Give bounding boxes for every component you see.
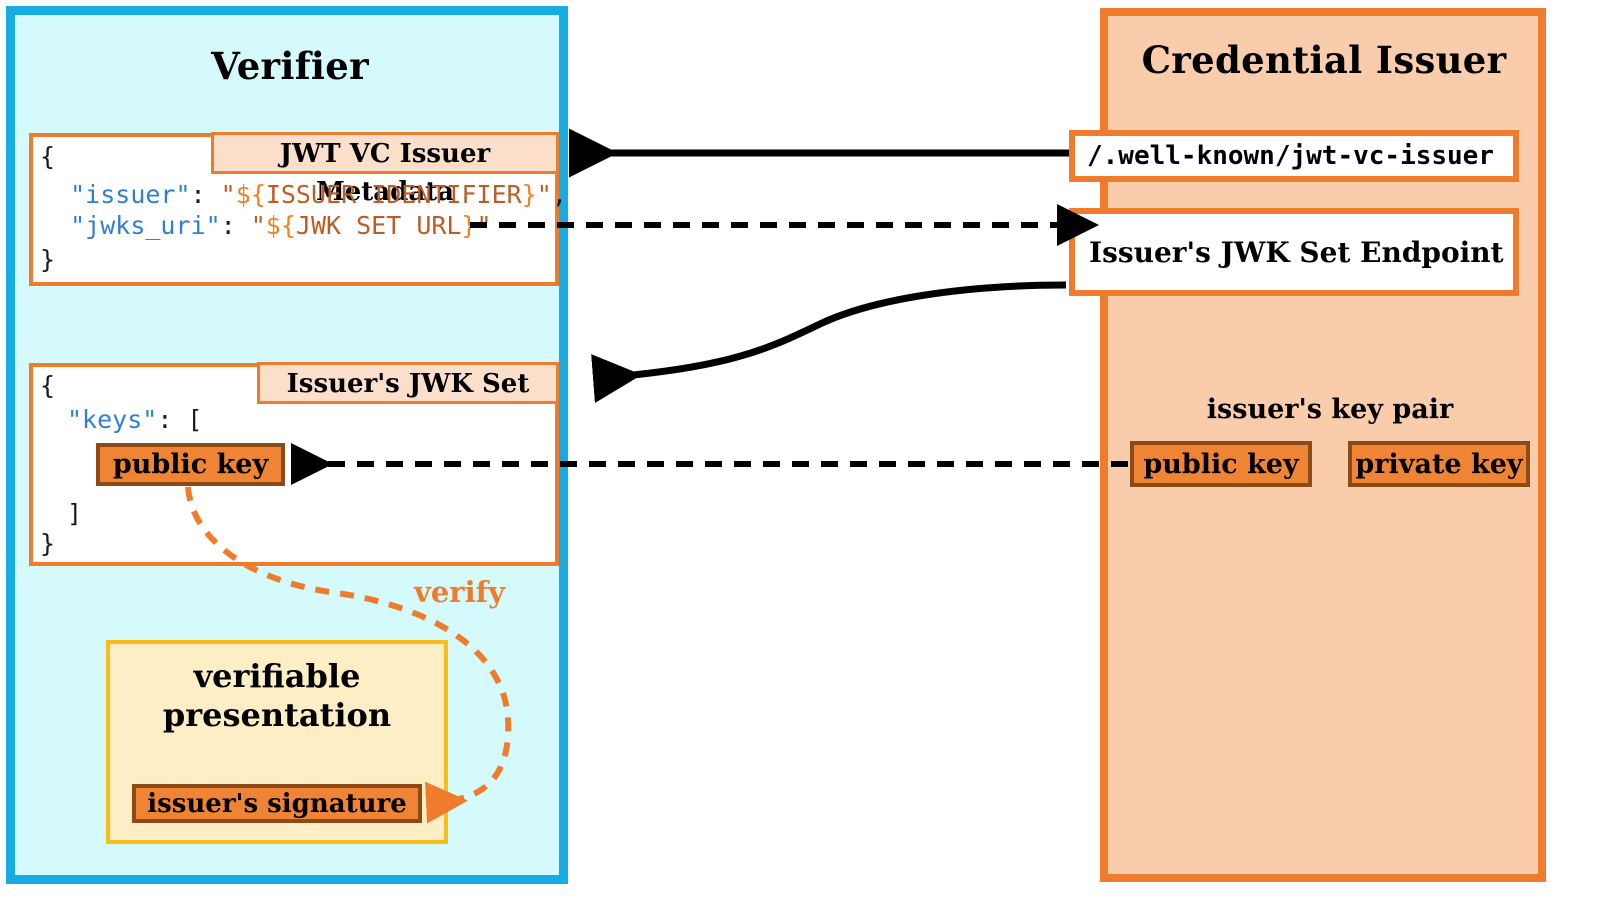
jwkset-keys-line: "keys": [ <box>67 405 203 434</box>
verify-label: verify <box>414 575 505 609</box>
credential-issuer-title: Credential Issuer <box>1141 38 1507 82</box>
verifier-public-key-chip[interactable]: public key <box>96 443 285 486</box>
jwkset-open-brace: { <box>40 371 56 400</box>
metadata-jwks-uri-line: "jwks_uri": "${JWK SET URL}" <box>70 211 492 240</box>
verifier-title: Verifier <box>211 44 369 88</box>
jwkset-close-brace: } <box>40 529 56 558</box>
issuers-key-pair-label: issuer's key pair <box>1206 394 1454 425</box>
metadata-open-brace: { <box>40 142 56 171</box>
verifiable-presentation-label: verifiable presentation <box>116 657 438 735</box>
issuer-public-key-chip[interactable]: public key <box>1130 441 1312 487</box>
issuer-jwk-set-endpoint-box[interactable]: Issuer's JWK Set Endpoint <box>1069 208 1519 296</box>
jwkset-array-close: ] <box>67 499 83 528</box>
issuer-jwk-set-badge: Issuer's JWK Set <box>257 362 559 404</box>
vp-label-line2: presentation <box>162 696 392 734</box>
well-known-endpoint-box[interactable]: /.well-known/jwt-vc-issuer <box>1069 130 1519 182</box>
metadata-issuer-line: "issuer": "${ISSUER IDENTIFIER}", <box>70 180 567 209</box>
vp-label-line1: verifiable <box>193 657 361 695</box>
issuer-private-key-chip[interactable]: private key <box>1348 441 1530 487</box>
metadata-close-brace: } <box>40 245 56 274</box>
issuers-signature-chip[interactable]: issuer's signature <box>132 784 422 823</box>
arrow-endpoint-to-jwkset <box>591 281 1067 403</box>
jwt-vc-issuer-metadata-badge: JWT VC Issuer Metadata <box>211 132 559 207</box>
